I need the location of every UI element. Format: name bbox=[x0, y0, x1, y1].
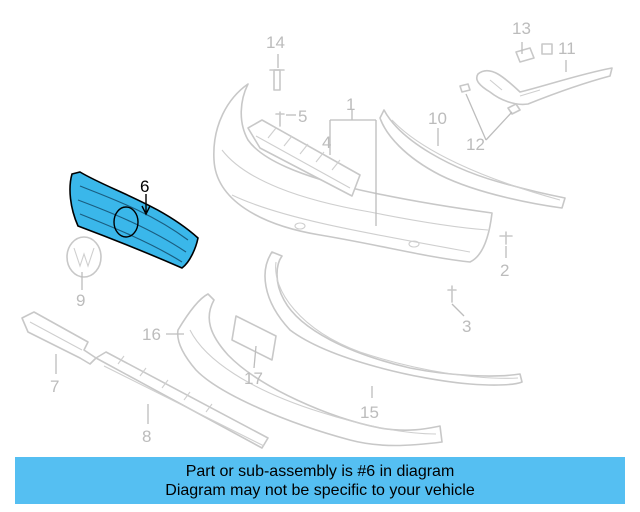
callout-7: 7 bbox=[50, 377, 59, 396]
callout-11: 11 bbox=[558, 39, 576, 58]
callout-13: 13 bbox=[512, 19, 531, 38]
callout-leaders bbox=[55, 42, 567, 424]
callout-9: 9 bbox=[76, 291, 85, 310]
callout-16: 16 bbox=[142, 325, 161, 344]
callout-6: 6 bbox=[140, 177, 149, 196]
callout-4: 4 bbox=[322, 133, 331, 152]
callout-10: 10 bbox=[428, 109, 447, 128]
exploded-parts-diagram: 1 2 3 4 5 6 7 8 9 10 11 12 13 14 15 16 1… bbox=[21, 19, 613, 449]
upper-grille-part-highlighted[interactable] bbox=[69, 171, 199, 269]
callout-14: 14 bbox=[266, 33, 285, 52]
part-info-banner: Part or sub-assembly is #6 in diagram Di… bbox=[15, 457, 625, 504]
bumper-cover-part[interactable] bbox=[213, 83, 493, 263]
callout-1: 1 bbox=[346, 95, 355, 114]
fastener-parts bbox=[269, 43, 553, 303]
grille-bracket-part[interactable] bbox=[247, 119, 361, 197]
callout-15: 15 bbox=[360, 403, 379, 422]
banner-line-2: Diagram may not be specific to your vehi… bbox=[165, 481, 475, 499]
emblem-part[interactable] bbox=[66, 236, 102, 278]
reinforcement-strip-part[interactable] bbox=[379, 109, 566, 209]
callout-3: 3 bbox=[462, 317, 471, 336]
plate-bracket-part[interactable] bbox=[231, 315, 277, 361]
callout-17: 17 bbox=[244, 369, 263, 388]
callout-5: 5 bbox=[298, 107, 307, 126]
callout-12: 12 bbox=[466, 135, 485, 154]
lower-grille-part[interactable] bbox=[95, 351, 269, 449]
callout-8: 8 bbox=[142, 427, 151, 446]
side-bracket-part[interactable] bbox=[475, 67, 613, 106]
banner-line-1: Part or sub-assembly is #6 in diagram bbox=[185, 462, 455, 480]
trim-strip-part[interactable] bbox=[21, 311, 97, 365]
lower-spoiler-part[interactable] bbox=[264, 251, 523, 386]
lower-air-dam-part[interactable] bbox=[176, 293, 443, 447]
callout-2: 2 bbox=[500, 261, 509, 280]
